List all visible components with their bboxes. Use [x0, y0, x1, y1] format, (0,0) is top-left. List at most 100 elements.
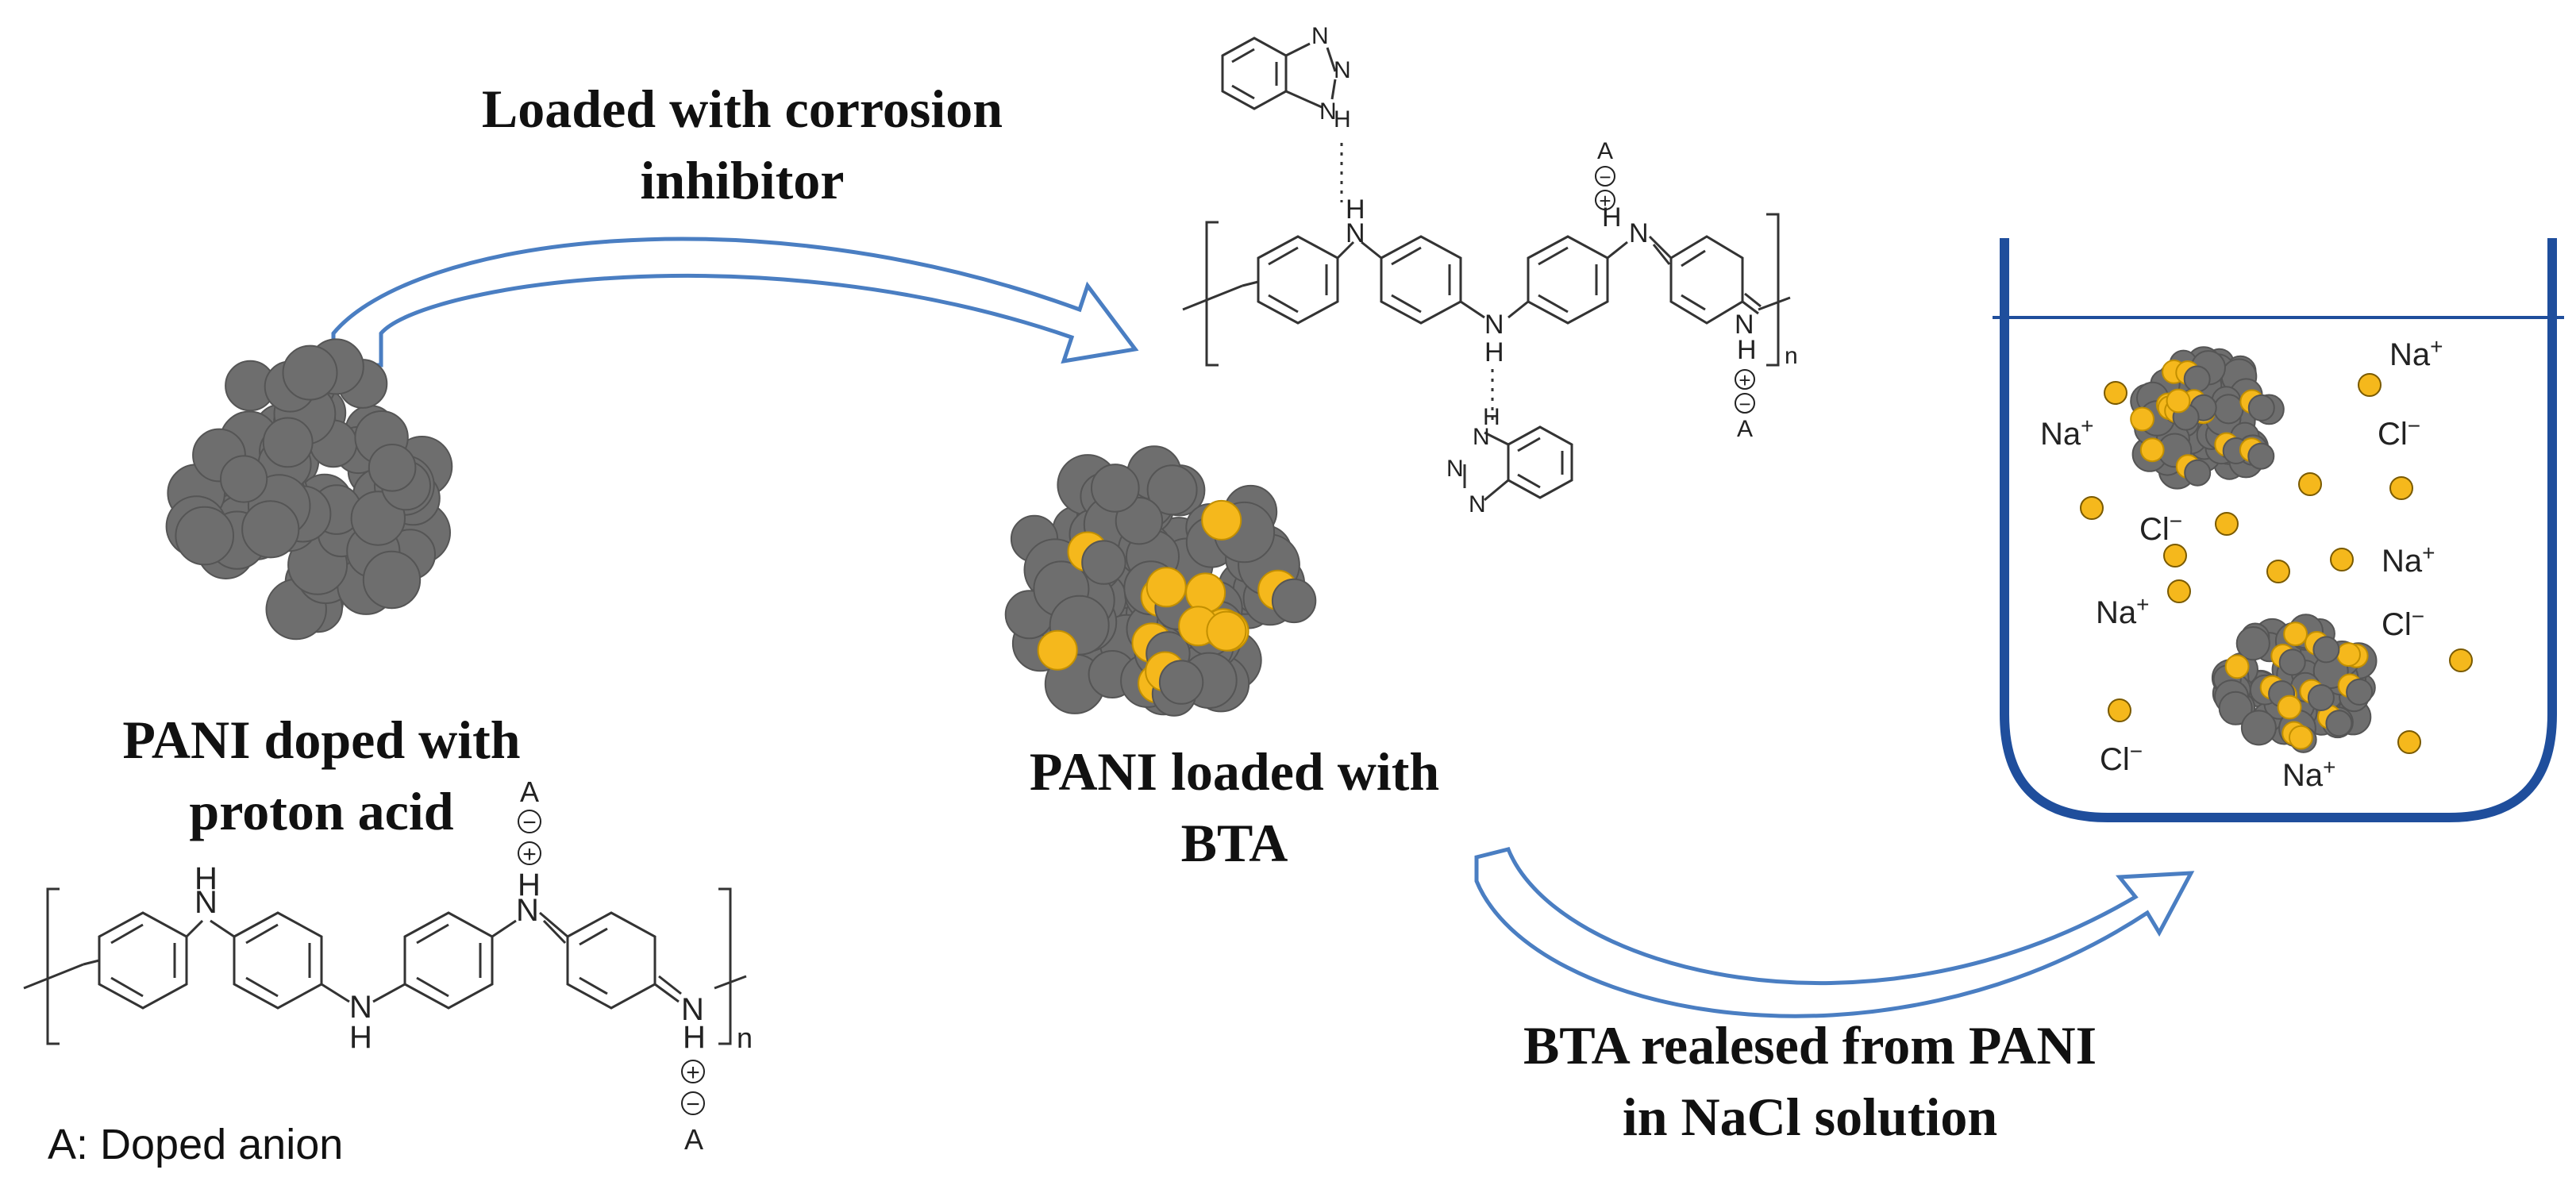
solution-particle-2	[2211, 614, 2378, 753]
particle-sphere	[2346, 678, 2374, 706]
pani-b-n1: N	[194, 885, 218, 920]
pani-t-plus2: +	[1739, 368, 1750, 392]
free-bta-molecules	[2080, 373, 2473, 754]
bta-bot-n1: N	[1473, 424, 1490, 450]
bta-molecule	[2130, 406, 2155, 432]
pani-loaded-label-2: BTA	[1181, 813, 1288, 873]
free-bta-dot	[2167, 579, 2191, 603]
pani-t-minus2: −	[1739, 392, 1750, 416]
beaker	[2000, 238, 2557, 822]
pani-b-h4: H	[683, 1020, 706, 1055]
particle-sphere	[368, 444, 417, 492]
free-bta-dot	[2080, 496, 2104, 520]
pani-t-n4: N	[1735, 310, 1754, 340]
release-arrow	[1474, 847, 2195, 1018]
free-bta-dot	[2266, 560, 2290, 583]
particle-sphere	[241, 500, 300, 559]
pani-t-n3: N	[1629, 218, 1649, 248]
pani-loaded-label-1: PANI loaded with	[1030, 741, 1439, 802]
solution-particle-1	[2130, 346, 2285, 490]
particle-sphere	[2312, 636, 2340, 664]
free-bta-dot	[2449, 648, 2473, 672]
pani-t-a2: A	[1737, 416, 1753, 442]
ion-na-5: Na+	[2282, 755, 2336, 793]
pani-b-n2: N	[349, 990, 372, 1025]
bta-top-n1: N	[1311, 23, 1329, 49]
pani-t-plus1: +	[1599, 189, 1611, 213]
particle-sphere	[2307, 684, 2335, 711]
bta-molecule	[2139, 437, 2165, 463]
bta-bot-n3: N	[1469, 491, 1486, 518]
released-label-2: in NaCl solution	[1623, 1087, 1997, 1147]
particle-sphere	[2247, 442, 2275, 470]
bta-top-n2: N	[1334, 57, 1351, 83]
free-bta-dot	[2389, 476, 2413, 500]
pani-b-minus1: −	[522, 810, 537, 836]
particle-sphere	[2213, 394, 2244, 425]
particle-sphere	[2184, 459, 2212, 487]
bta-molecule	[2224, 654, 2250, 679]
particle-sphere	[2247, 394, 2275, 421]
loaded-inhibitor-label-2: inhibitor	[641, 150, 845, 210]
pani-b-a2: A	[684, 1123, 703, 1156]
pani-doped-structure	[23, 887, 747, 1045]
bta-top-n3: N	[1319, 98, 1337, 125]
bta-molecule	[2336, 642, 2362, 667]
particle-sphere	[1115, 497, 1164, 545]
pani-b-h3: H	[518, 868, 541, 902]
pani-b-h1: H	[194, 861, 218, 896]
ion-cl-3: Cl−	[2382, 604, 2424, 642]
free-bta-dot	[2358, 373, 2382, 397]
bta-molecule	[2289, 725, 2313, 750]
bta-molecule	[1037, 629, 1078, 671]
particle-sphere	[362, 550, 422, 610]
pani-b-minus2: −	[686, 1091, 700, 1118]
particle-sphere	[2278, 648, 2306, 676]
particle-sphere	[2183, 365, 2211, 393]
particle-sphere	[2325, 710, 2353, 737]
pani-t-h4: H	[1737, 335, 1757, 365]
particle-sphere	[175, 506, 235, 566]
particle-sphere	[262, 417, 314, 468]
particle-sphere	[1091, 464, 1140, 513]
particle-sphere	[1158, 660, 1204, 705]
pani-t-minus1: −	[1599, 165, 1611, 189]
pani-bta-structure	[1182, 37, 1791, 502]
bta-molecule	[1185, 572, 1226, 614]
free-bta-dot	[2108, 698, 2131, 722]
ion-na-1: Na+	[2389, 334, 2443, 372]
particle-sphere	[1271, 578, 1317, 624]
bta-bot-n2: N	[1446, 456, 1464, 482]
doped-anion-legend: A: Doped anion	[48, 1121, 343, 1168]
pani-b-n3: N	[516, 893, 539, 928]
ion-na-3: Na+	[2382, 541, 2435, 579]
particle-sphere	[2218, 691, 2253, 725]
pani-b-plus2: +	[686, 1060, 700, 1086]
pani-t-h1: H	[1346, 194, 1365, 225]
pani-loaded-particle	[1004, 445, 1317, 717]
bta-molecule	[2283, 621, 2308, 647]
released-label-1: BTA realesed from PANI	[1523, 1015, 2097, 1075]
particle-sphere	[1146, 464, 1198, 516]
bta-molecule	[1146, 567, 1187, 608]
particle-sphere	[282, 344, 338, 401]
ion-na-2: Na+	[2040, 414, 2094, 452]
ion-cl-1: Cl−	[2378, 414, 2420, 452]
pani-b-a1: A	[520, 775, 539, 808]
pani-doped-label-2: proton acid	[189, 781, 453, 841]
pani-b-plus1: +	[522, 841, 537, 868]
particle-sphere	[1081, 540, 1126, 585]
bta-molecule	[1201, 499, 1242, 541]
pani-b-n: n	[737, 1022, 753, 1054]
bta-top-h: H	[1334, 106, 1351, 133]
pani-b-n4: N	[681, 992, 704, 1027]
pani-t-h2: H	[1484, 337, 1504, 367]
bta-molecule	[2166, 388, 2191, 414]
pani-t-a1: A	[1597, 138, 1613, 164]
pani-t-n1: N	[1346, 218, 1365, 248]
particle-sphere	[220, 455, 268, 503]
free-bta-dot	[2163, 544, 2187, 568]
pani-b-h2: H	[349, 1020, 372, 1055]
ion-na-4: Na+	[2096, 592, 2150, 630]
particle-sphere	[2240, 710, 2277, 746]
